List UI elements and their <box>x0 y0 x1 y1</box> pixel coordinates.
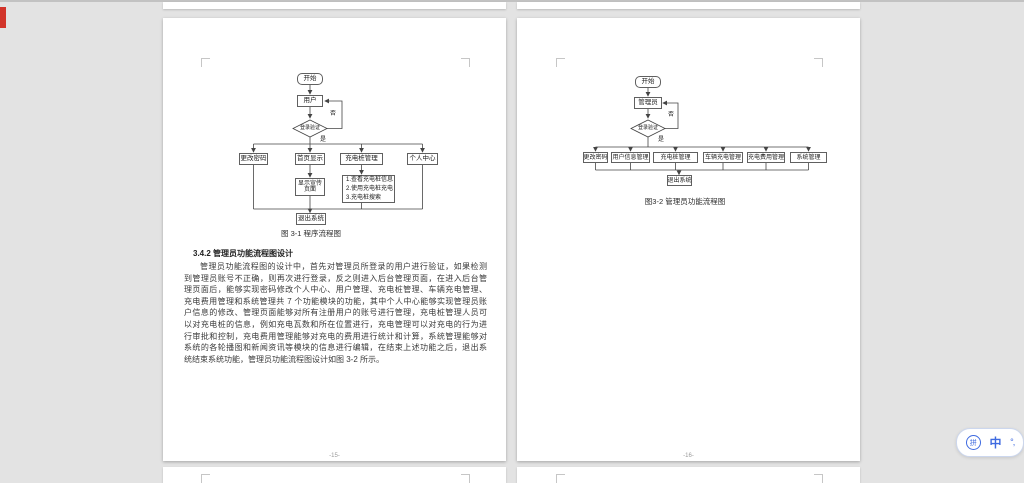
paragraph-line: 充电费用管理和系统管理共 7 个功能模块的功能，其中个人中心能够实现管理员账 <box>184 296 487 306</box>
paragraph-line: 理页面后，能够实现密码修改个人中心、用户管理、充电桩管理、车辆充电管理、 <box>184 285 487 295</box>
flow-node-exit-label: 退出系统 <box>667 177 692 184</box>
flow-branch-label: 个人中心 <box>409 154 436 162</box>
flow-node-line: 3.充电桩搜索 <box>346 194 382 201</box>
flow-branch-charging-pile-mgmt: 充电桩管理 <box>653 152 698 163</box>
flow-node-show-promo-page: 显示宣传 页面 <box>295 178 325 196</box>
margin-corner-mark <box>814 58 823 67</box>
ime-language-toggle[interactable]: 中 <box>989 435 1002 450</box>
flow-label-yes: 是 <box>658 137 665 143</box>
flow-node-start-label: 开始 <box>641 77 655 85</box>
body-paragraph: 管理员功能流程图的设计中，首先对管理员所登录的用户进行验证，如果检测 到管理员账… <box>184 261 487 365</box>
flow-node-exit-system: 退出系统 <box>667 175 692 186</box>
flow-branch-label: 车辆充电管理 <box>704 154 741 161</box>
flow-branch-homepage: 首页显示 <box>295 153 325 165</box>
flow-branch-label: 充电桩管理 <box>660 154 691 161</box>
flow-branch-label: 首页显示 <box>297 154 323 162</box>
flow-branch-label: 系统管理 <box>796 154 821 161</box>
left-edge-red-marker <box>0 7 6 28</box>
margin-corner-mark <box>461 474 470 483</box>
flow-branch-system-mgmt: 系统管理 <box>790 152 827 163</box>
margin-corner-mark <box>461 58 470 67</box>
flow-branch-charging-pile-mgmt: 充电桩管理 <box>340 153 383 165</box>
flow-decision-login-verify: 登录验证 <box>637 125 658 131</box>
paragraph-line: 行审批和控制，充电费用管理能够对充电的费用进行统计和计算，系统管理能够对 <box>184 331 487 341</box>
flow-node-start: 开始 <box>297 73 323 85</box>
flow-branch-label: 充电桩管理 <box>345 154 378 162</box>
flow-node-exit-label: 退出系统 <box>298 214 324 222</box>
flow-branch-change-password: 更改密码 <box>583 152 608 163</box>
flow-node-user-label: 用户 <box>303 96 317 104</box>
flow-label-no: 否 <box>330 111 337 117</box>
paragraph-line: 到管理员账号不正确，则再次进行登录，反之则进入后台管理页面，在进入后台管 <box>184 273 487 283</box>
flow-node-line: 页面 <box>303 187 316 193</box>
flow-node-admin-label: 管理员 <box>638 98 658 106</box>
ime-pinyin-icon[interactable]: 拼 <box>965 435 981 450</box>
figure-3-1-caption: 图 3-1 程序流程图 <box>280 229 341 238</box>
flow-branch-change-password: 更改密码 <box>239 153 268 165</box>
ime-pinyin-label: 拼 <box>969 439 977 447</box>
page-number-footer: -15- <box>329 453 340 459</box>
user-flowchart-connectors <box>251 85 425 214</box>
flow-branch-label: 更改密码 <box>583 154 608 161</box>
document-page-16[interactable]: 开始 管理员 登录验证 否 是 更改密码 用户信息管理 充电桩管理 车辆充电管理… <box>517 18 860 461</box>
flow-node-line: 2.使用充电桩充电 <box>346 185 394 192</box>
flow-branch-label: 充电费用管理 <box>748 154 785 161</box>
flow-branch-label: 用户信息管理 <box>612 154 649 161</box>
section-heading-3-4-2: 3.4.2 管理员功能流程图设计 <box>193 249 294 258</box>
previous-page-remnant-left <box>163 2 506 9</box>
paragraph-line: 统结束系统功能，管理员功能流程图设计如图 3-2 所示。 <box>184 354 385 364</box>
flow-branch-vehicle-charging-mgmt: 车辆充电管理 <box>703 152 743 163</box>
figure-3-2-caption: 图3-2 管理员功能流程图 <box>644 197 726 206</box>
paragraph-line: 户信息的修改、管理页面能够对所有注册用户的账号进行管理，充电桩管理人员可 <box>184 308 487 318</box>
flow-node-start: 开始 <box>635 76 661 88</box>
margin-corner-mark <box>201 58 210 67</box>
document-page-15[interactable]: 开始 用户 登录验证 否 是 更改密码 首页显示 充电桩管理 个人中心 显示宣传… <box>163 18 506 461</box>
next-page-remnant-left <box>163 467 506 483</box>
paragraph-line: 管理员功能流程图的设计中，首先对管理员所登录的用户进行验证，如果检测 <box>200 262 487 271</box>
flow-branch-charging-fee-mgmt: 充电费用管理 <box>747 152 785 163</box>
flow-branch-label: 更改密码 <box>240 154 267 162</box>
flow-decision-login-verify: 登录验证 <box>299 125 320 131</box>
margin-corner-mark <box>556 58 565 67</box>
ime-toolbar[interactable]: 拼 中 °, <box>956 428 1024 457</box>
flow-branch-user-info-mgmt: 用户信息管理 <box>611 152 650 163</box>
paragraph-line: 系统的各轮播图和新闻资讯等模块的信息进行编辑，在结束上述功能之后，退出系 <box>184 343 487 353</box>
previous-page-remnant-right <box>517 2 860 9</box>
paragraph-line: 以对充电桩的信息，例如充电瓦数和所在位置进行，充电管理可以对充电的行为进 <box>184 319 487 329</box>
flow-node-start-label: 开始 <box>303 74 317 82</box>
flow-node-admin: 管理员 <box>634 97 662 109</box>
flow-label-no: 否 <box>668 112 675 118</box>
admin-flowchart-connectors <box>593 88 811 176</box>
margin-corner-mark <box>814 474 823 483</box>
screen-top-edge <box>0 0 1024 2</box>
ime-punctuation-toggle[interactable]: °, <box>1010 437 1015 447</box>
flow-node-pile-actions: 1.查看充电桩信息 2.使用充电桩充电 3.充电桩搜索 <box>342 175 395 203</box>
margin-corner-mark <box>201 474 210 483</box>
margin-corner-mark <box>556 474 565 483</box>
next-page-remnant-right <box>517 467 860 483</box>
flow-node-line: 显示宣传 <box>297 181 322 187</box>
flow-label-yes: 是 <box>320 137 327 143</box>
flow-node-user: 用户 <box>297 95 323 107</box>
flow-node-line: 1.查看充电桩信息 <box>346 176 394 183</box>
page-number-footer: -16- <box>683 453 694 459</box>
flow-branch-personal-center: 个人中心 <box>407 153 438 165</box>
flow-node-exit-system: 退出系统 <box>296 213 326 225</box>
